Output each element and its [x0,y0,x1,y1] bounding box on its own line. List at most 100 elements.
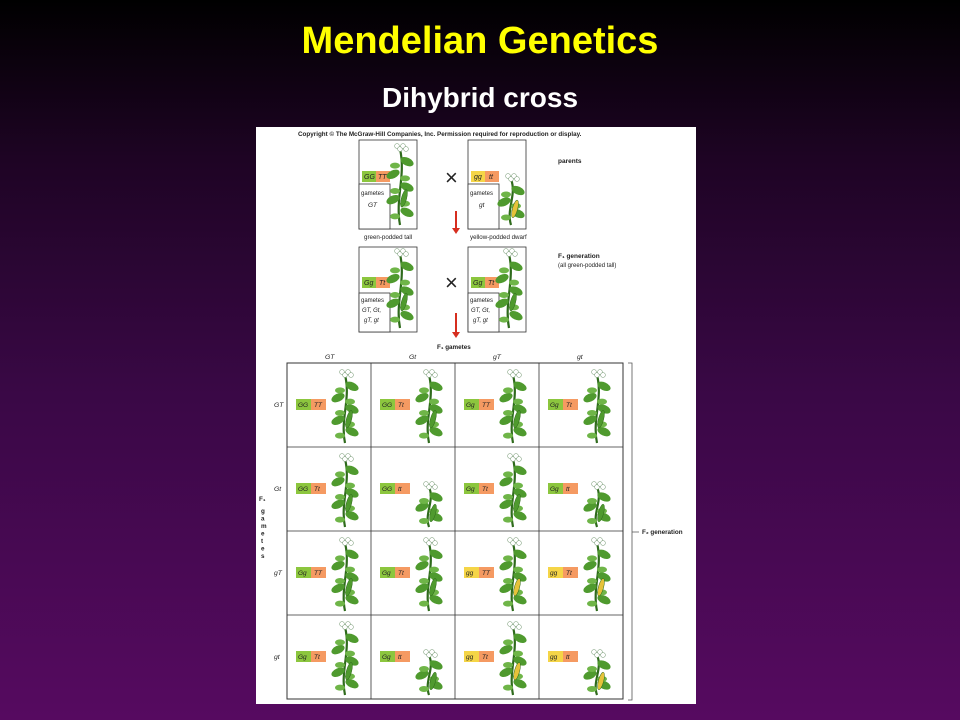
punnett-cell: gg TT [464,537,527,612]
parent-left-gametes-label: gametes [361,191,384,197]
punnett-plant [415,481,443,528]
punnett-row-header: Gt [274,486,282,493]
punnett-col-header: Gt [409,354,417,361]
height-genotype: tt [398,486,403,493]
f1-right-gametes-box [467,292,500,333]
parent-right-height-genotype [485,171,499,182]
punnett-plant [499,453,527,528]
parent-right-gametes-label: gametes [470,191,493,197]
pod-genotype: gg [550,654,558,661]
f1-right-height-genotype [485,277,499,288]
parent-right-caption: yellow-podded dwarf [470,234,527,241]
height-genotype-box [563,651,578,662]
height-genotype: Tt [314,486,321,493]
punnett-plant [499,537,527,612]
punnett-plant [331,621,359,696]
f1-gametes-side-label: F₁ [259,496,266,503]
punnett-plant [583,481,611,528]
punnett-plant [415,369,443,444]
pod-genotype-box [380,399,395,410]
parent-left-gametes-box [358,183,391,230]
parent-cross-symbol: × [445,165,458,190]
pod-genotype-box [296,399,311,410]
f1-right-gametes-line1: GT, Gt, [471,308,490,314]
pod-genotype: GG [382,486,392,493]
punnett-plant [415,537,443,612]
parent-left-caption: green-podded tall [364,234,412,241]
height-genotype: Tt [398,402,405,409]
punnett-cell: GG tt [380,481,443,528]
f1-left-gametes-box [358,292,391,333]
pod-genotype-box [548,651,563,662]
gametes-letter: e [261,531,265,538]
f2-bracket [628,362,639,701]
pod-genotype-box [380,567,395,578]
parent-right-gametes: gt [479,202,486,209]
pod-genotype-box [464,399,479,410]
height-genotype: TT [482,402,491,409]
pod-genotype-box [548,567,563,578]
pod-genotype: GG [298,402,308,409]
pod-genotype-box [296,567,311,578]
height-genotype-box [311,651,326,662]
f1-left-plant [386,248,414,329]
height-genotype-box [563,567,578,578]
parent-right-pod-genotype [471,171,485,182]
slide-subtitle: Dihybrid cross [381,82,579,113]
parent-left-height-genotype [376,171,390,182]
f1-left-g1: Gg [364,280,373,287]
height-genotype: tt [398,654,403,661]
punnett-col-header: gT [493,354,502,361]
pod-genotype-box [380,651,395,662]
gametes-letter: m [261,523,267,530]
punnett-plant [331,453,359,528]
f1-left-g2: Tt [379,280,386,287]
height-genotype-box [311,567,326,578]
height-genotype: TT [482,570,491,577]
punnett-plant [499,621,527,696]
height-genotype: TT [314,570,323,577]
height-genotype-box [479,651,494,662]
punnett-plant [331,369,359,444]
f1-left-gametes-line2: gT, gt [364,318,379,324]
parent-right-plant [497,173,525,226]
punnett-plant [415,649,443,696]
height-genotype-box [479,483,494,494]
dihybrid-cross-figure: Copyright © The McGraw-Hill Companies, I… [256,127,696,704]
height-genotype: Tt [566,402,573,409]
pod-genotype: Gg [550,402,559,409]
height-genotype: tt [566,654,571,661]
height-genotype-box [395,651,410,662]
gametes-letter: e [261,546,265,553]
pod-genotype-box [380,483,395,494]
height-genotype: Tt [566,570,573,577]
punnett-plant [583,649,611,696]
height-genotype: Tt [398,570,405,577]
f1-cross-symbol: × [445,270,458,295]
f1-right-gametes-label: gametes [470,298,493,304]
pod-genotype: Gg [298,570,307,577]
height-genotype: tt [566,486,571,493]
pod-genotype: Gg [382,654,391,661]
f1-left-pod-genotype [362,277,376,288]
punnett-row-header: GT [274,402,284,409]
punnett-cell: Gg TT [296,537,359,612]
pod-genotype: Gg [466,486,475,493]
gametes-letter: g [261,508,265,515]
height-genotype-box [395,567,410,578]
height-genotype-box [479,567,494,578]
pod-genotype-box [464,651,479,662]
pod-genotype: Gg [298,654,307,661]
height-genotype-box [395,399,410,410]
pod-genotype-box [548,399,563,410]
height-genotype-box [311,483,326,494]
pod-genotype: gg [466,570,474,577]
f1-left-gametes-line1: GT, Gt, [362,308,381,314]
